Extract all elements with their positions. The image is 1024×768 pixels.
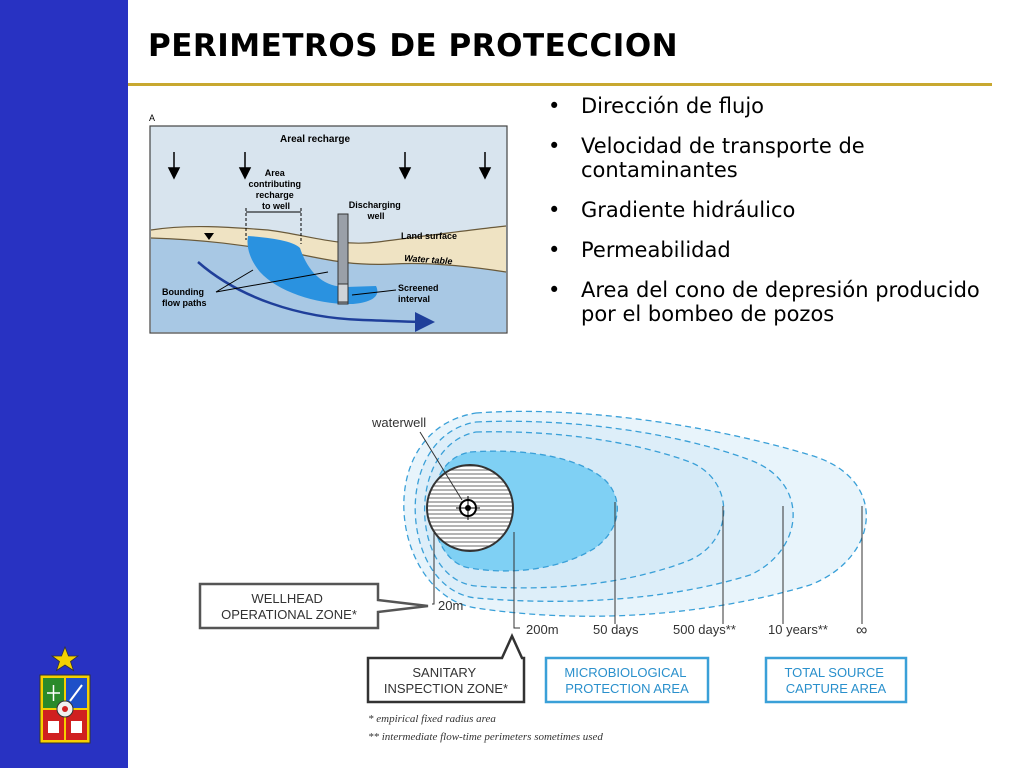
- star-icon: [50, 645, 80, 672]
- screened-interval-label: Screened interval: [398, 283, 441, 304]
- bullet-marker: •: [548, 238, 561, 262]
- water-table-label: Water table: [404, 253, 453, 266]
- land-surface-label: Land surface: [401, 231, 457, 241]
- protection-zones-diagram: waterwell 20m 200m 50 days 500 days** 10…: [198, 410, 908, 743]
- discharging-well-label: Discharging well: [349, 200, 404, 221]
- label-20m: 20m: [438, 598, 463, 613]
- land-surface-line: [150, 225, 507, 244]
- bullet-item: • Permeabilidad: [548, 238, 1018, 262]
- bullet-text: Gradiente hidráulico: [581, 198, 796, 222]
- water-table-marker: [204, 233, 214, 240]
- bullet-marker: •: [548, 198, 561, 222]
- flow-path-leaders: [215, 269, 397, 296]
- micro-zone-label: MICROBIOLOGICAL PROTECTION AREA: [564, 665, 689, 696]
- bullet-item: • Dirección de flujo: [548, 94, 1018, 118]
- label-500-days: 500 days**: [673, 622, 736, 637]
- title-rule: [128, 83, 992, 86]
- bullet-marker: •: [548, 94, 561, 118]
- recharge-arrows: [167, 152, 492, 180]
- micro-zone-box: [544, 656, 710, 704]
- screened-interval: [337, 283, 349, 303]
- flow-path-arrow: [197, 261, 435, 332]
- university-crest-logo: [39, 645, 91, 744]
- bullet-marker: •: [548, 134, 561, 158]
- distance-leaders: [432, 502, 863, 629]
- sidebar-band: [0, 0, 128, 768]
- label-200m: 200m: [526, 622, 559, 637]
- aquifer-cross-section: A Areal recharge Area contributing recha…: [149, 113, 508, 334]
- waterwell-symbol: [456, 496, 480, 520]
- waterwell-leader: [419, 431, 463, 501]
- bullet-list: • Dirección de flujo • Velocidad de transp…: [548, 94, 1018, 342]
- waterwell-label: waterwell: [371, 415, 426, 430]
- bullet-item: • Gradiente hidráulico: [548, 198, 1018, 222]
- corner-mark: A: [149, 113, 155, 123]
- sanitary-zone-callout: [366, 632, 526, 704]
- bullet-text: Velocidad de transporte de contaminantes: [581, 134, 865, 182]
- label-10-years: 10 years**: [768, 622, 828, 637]
- label-infinity: ∞: [856, 622, 867, 639]
- capture-zone-box: [764, 656, 908, 704]
- areal-recharge-label: Areal recharge: [280, 134, 350, 145]
- contributing-area-label: Area contributing recharge to well: [248, 168, 303, 211]
- label-50-days: 50 days: [593, 622, 639, 637]
- footnote-flow-time: ** intermediate flow-time perimeters som…: [368, 731, 603, 743]
- bullet-item: • Velocidad de transporte de contaminante…: [548, 134, 1018, 182]
- bounding-flow-paths-label: Bounding flow paths: [162, 287, 207, 308]
- wellhead-zone-label: WELLHEAD OPERATIONAL ZONE*: [221, 591, 357, 622]
- slide-title: PERIMETROS DE PROTECCION: [148, 28, 679, 64]
- wellhead-zone-callout: [198, 582, 429, 630]
- sanitary-zone-label: SANITARY INSPECTION ZONE*: [384, 665, 508, 696]
- bullet-text: Permeabilidad: [581, 238, 731, 262]
- bullet-item: • Area del cono de depresión producido po…: [548, 278, 1018, 326]
- bullet-text: Area del cono de depresión producido por…: [581, 278, 980, 326]
- bullet-text: Dirección de flujo: [581, 94, 765, 118]
- bullet-marker: •: [548, 278, 561, 302]
- capture-zone-label: TOTAL SOURCE CAPTURE AREA: [784, 665, 887, 696]
- discharging-well: [337, 213, 349, 305]
- footnote-empirical: * empirical fixed radius area: [368, 713, 496, 725]
- water-table-line: [150, 237, 507, 273]
